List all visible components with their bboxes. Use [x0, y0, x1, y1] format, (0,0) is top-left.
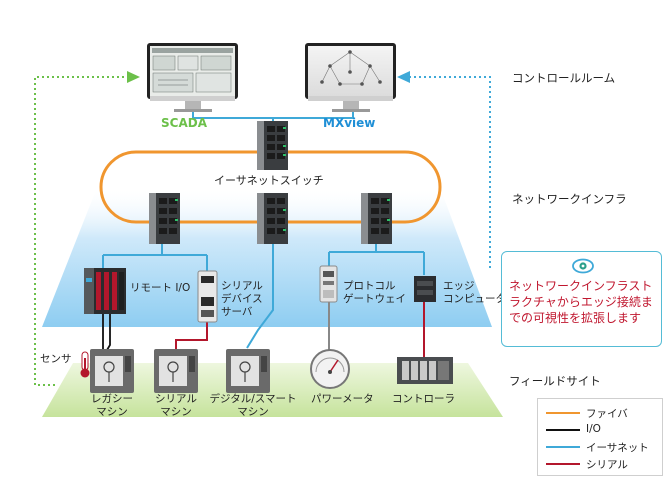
legend-label-ethernet: イーサネット: [586, 442, 649, 454]
controller-label: コントローラ: [392, 393, 455, 405]
legacy-machine-line1: レガシー: [91, 393, 133, 405]
edge-computer-line2: コンピュータ: [443, 293, 506, 305]
legend-swatch-ethernet: [546, 446, 580, 448]
serial-server-line2: デバイス: [221, 293, 263, 305]
visibility-callout: ネットワークインフラストラクチャからエッジ接続までの可視性を拡張します: [501, 251, 662, 347]
legacy-machine-line2: マシン: [96, 406, 128, 418]
zone-field-site: フィールドサイト: [509, 374, 601, 388]
ring-switch-left-icon: [149, 193, 180, 244]
power-meter-icon: [310, 349, 350, 389]
remote-io-icon: [84, 268, 126, 314]
protocol-gateway-line2: ゲートウェイ: [343, 293, 406, 305]
serial-links: [175, 302, 425, 358]
edge-computer-label: エッジ コンピュータ: [443, 280, 506, 306]
eye-icon: [572, 258, 594, 274]
scada-label: SCADA: [161, 116, 207, 130]
legend-item-fiber: ファイバ: [546, 406, 662, 420]
zone-network-infra: ネットワークインフラ: [512, 192, 627, 206]
digital-machine-icon: [226, 349, 270, 393]
ring-switch-right-icon: [361, 193, 392, 244]
serial-machine-line2: マシン: [160, 406, 192, 418]
ethernet-switch-label: イーサネットスイッチ: [214, 174, 324, 187]
power-meter-label: パワーメータ: [311, 393, 374, 405]
edge-computer-line1: エッジ: [443, 280, 475, 292]
callout-text: ネットワークインフラストラクチャからエッジ接続までの可視性を拡張します: [509, 279, 653, 325]
legend-label-fiber: ファイバ: [586, 408, 628, 420]
protocol-gateway-icon: [319, 265, 338, 303]
core-switch-icon: [257, 121, 288, 170]
legend-item-io: I/O: [546, 423, 662, 437]
legacy-machine-icon: [90, 349, 134, 393]
digital-machine-line2: マシン: [237, 406, 269, 418]
mxview-label: MXview: [323, 116, 376, 130]
ethernet-links: [102, 112, 425, 349]
ring-switch-center-icon: [257, 193, 288, 244]
edge-computer-icon: [414, 276, 436, 302]
legend-label-io: I/O: [586, 423, 601, 435]
legend-item-ethernet: イーサネット: [546, 440, 662, 454]
legend-item-serial: シリアル: [546, 457, 662, 471]
serial-server-line3: サーバ: [221, 306, 253, 318]
serial-machine-label: シリアル マシン: [150, 393, 202, 419]
legend-swatch-serial: [546, 463, 580, 465]
legend-label-serial: シリアル: [586, 459, 628, 471]
scada-monitor-icon: [147, 43, 238, 112]
legend-swatch-fiber: [546, 412, 580, 414]
scada-arrow-icon: [127, 71, 140, 83]
protocol-gateway-label: プロトコル ゲートウェイ: [343, 280, 406, 306]
legacy-machine-label: レガシー マシン: [84, 393, 140, 419]
serial-machine-icon: [154, 349, 198, 393]
mxview-arrow-icon: [397, 71, 410, 83]
sensor-label: センサ: [40, 353, 72, 365]
remote-io-label: リモート I/O: [130, 282, 191, 294]
serial-server-line1: シリアル: [221, 280, 263, 292]
sensor-icon: [80, 351, 90, 378]
digital-machine-label: デジタル/スマート マシン: [204, 393, 302, 419]
mxview-monitor-icon: [305, 43, 396, 112]
protocol-gateway-line1: プロトコル: [343, 280, 396, 292]
mxview-visibility-path: [404, 76, 491, 268]
legend-swatch-io: [546, 429, 580, 431]
serial-device-server-icon: [197, 270, 218, 323]
digital-machine-line1: デジタル/スマート: [209, 393, 297, 405]
serial-server-label: シリアル デバイス サーバ: [221, 280, 263, 319]
serial-machine-line1: シリアル: [155, 393, 197, 405]
legend: ファイバ I/O イーサネット シリアル: [537, 398, 663, 476]
zone-control-room: コントロールルーム: [512, 71, 616, 85]
controller-icon: [397, 357, 453, 384]
scada-visibility-path: [34, 76, 133, 386]
